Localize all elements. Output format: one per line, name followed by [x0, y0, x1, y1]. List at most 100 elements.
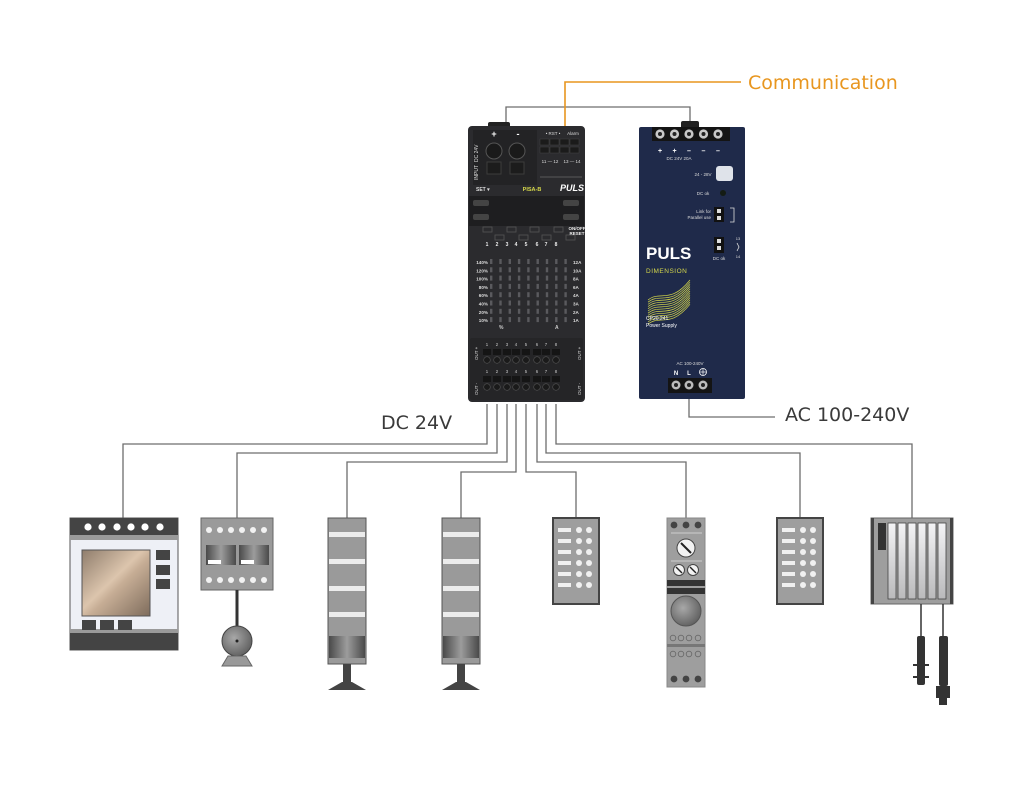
terminal-slot[interactable] — [542, 349, 550, 355]
hmi-screen — [81, 549, 151, 617]
io-indicator — [576, 560, 582, 566]
signal-tower-1[interactable] — [327, 517, 367, 690]
terminal-screw[interactable] — [483, 383, 491, 391]
terminal-slot[interactable] — [512, 349, 520, 355]
channel-buttons[interactable] — [482, 226, 576, 241]
channel-number: 3 — [506, 242, 509, 248]
led-segment — [517, 267, 521, 273]
input-plus-terminal[interactable] — [485, 142, 503, 160]
led-segment — [490, 317, 493, 323]
io-label-slot — [558, 528, 571, 532]
camera-controller[interactable] — [200, 517, 274, 667]
terminal-screw[interactable] — [533, 383, 541, 391]
io-module-2[interactable] — [776, 517, 824, 605]
dc-output-terminals[interactable] — [655, 129, 723, 139]
tower-ring — [329, 612, 365, 617]
led-segment — [555, 292, 558, 298]
terminal-slot[interactable] — [503, 349, 511, 355]
relay-14-label: 14 — [736, 254, 741, 259]
wave-line — [647, 286, 691, 307]
terminal-slot[interactable] — [533, 376, 541, 382]
percent-scale-label: 100% — [476, 277, 488, 282]
polarity-sign: – — [687, 148, 691, 155]
led-segment — [527, 300, 530, 306]
terminal-slot[interactable] — [483, 376, 491, 382]
io-indicator — [810, 549, 816, 555]
led-segment — [508, 308, 511, 314]
terminal-screw[interactable] — [493, 356, 501, 364]
io-body — [552, 517, 600, 605]
led-segment — [545, 300, 549, 306]
terminal-slot[interactable] — [512, 376, 520, 382]
io-indicator — [800, 538, 806, 544]
led-segment — [508, 292, 511, 298]
terminal-screw-center — [716, 132, 720, 136]
cp20-power-supply[interactable]: ++––– DC 24V 20A 24 - 28V DC ok Link for… — [639, 121, 745, 399]
led-segment — [508, 267, 511, 273]
terminal-screw[interactable] — [512, 383, 520, 391]
terminal-screw[interactable] — [542, 356, 550, 364]
terminal-screw[interactable] — [522, 383, 530, 391]
terminal-slot[interactable] — [503, 376, 511, 382]
plc-with-sensors[interactable] — [870, 517, 954, 705]
io-indicator — [586, 527, 592, 533]
amp-scale-label: 2A — [573, 310, 580, 315]
terminal-slot[interactable] — [493, 349, 501, 355]
communication-label: Communication — [748, 72, 898, 94]
channel-number: 5 — [525, 242, 528, 248]
dc-ok-led — [720, 190, 726, 196]
hmi-panel[interactable] — [69, 517, 179, 651]
terminal-slot[interactable] — [483, 349, 491, 355]
percent-scale: 140%120%100%80%60%40%20%10% — [476, 260, 488, 323]
led-segment — [490, 275, 493, 281]
io-indicator — [586, 571, 592, 577]
terminal-screw[interactable] — [512, 356, 520, 364]
terminal-screw[interactable] — [552, 383, 560, 391]
sensor-probe-2 — [936, 636, 950, 705]
terminal-slot[interactable] — [542, 376, 550, 382]
led-segment — [499, 300, 502, 306]
din-rail-timer[interactable] — [666, 517, 706, 688]
led-segment — [545, 259, 549, 264]
terminal-slot[interactable] — [552, 349, 560, 355]
terminal-screw[interactable] — [493, 383, 501, 391]
tower-foot — [442, 682, 480, 690]
terminal-screw[interactable] — [552, 356, 560, 364]
led-segment — [499, 292, 502, 298]
terminal-slot[interactable] — [552, 376, 560, 382]
terminal-slot[interactable] — [533, 349, 541, 355]
terminal-screw[interactable] — [503, 383, 511, 391]
tower-ring — [443, 532, 479, 537]
terminal-screw[interactable] — [533, 356, 541, 364]
dc-ok-relay-terminal[interactable] — [714, 237, 724, 253]
input-minus-terminal[interactable] — [508, 142, 526, 160]
terminal-screw[interactable] — [503, 356, 511, 364]
terminal-screw[interactable] — [483, 356, 491, 364]
ac-input-terminals[interactable] — [671, 380, 708, 390]
io-indicator — [800, 560, 806, 566]
io-module-1[interactable] — [552, 517, 600, 605]
pisa-b-module[interactable]: + - INPUT DC 24V • RST • Alarm 11 — 12 1… — [468, 122, 586, 402]
plc-io-card — [887, 522, 897, 600]
terminal-screw[interactable] — [522, 356, 530, 364]
terminal-slot[interactable] — [522, 349, 530, 355]
led-segment — [536, 308, 539, 314]
io-indicator — [586, 582, 592, 588]
terminal-screw[interactable] — [542, 383, 550, 391]
voltage-adjust-potentiometer[interactable] — [716, 166, 733, 181]
output-channel-number: 3 — [506, 369, 509, 374]
terminal-slot[interactable] — [522, 376, 530, 382]
led-segment — [545, 308, 549, 314]
parallel-link-terminal[interactable] — [714, 207, 724, 222]
io-label-slot — [558, 572, 571, 576]
output-channel-number: 8 — [555, 369, 558, 374]
led-segment — [508, 259, 511, 264]
output-wire-5 — [525, 404, 577, 518]
plus-label: + — [491, 129, 496, 139]
parallel-label-1: Link for — [696, 209, 711, 214]
terminal-slot[interactable] — [493, 376, 501, 382]
signal-tower-2[interactable] — [441, 517, 481, 690]
